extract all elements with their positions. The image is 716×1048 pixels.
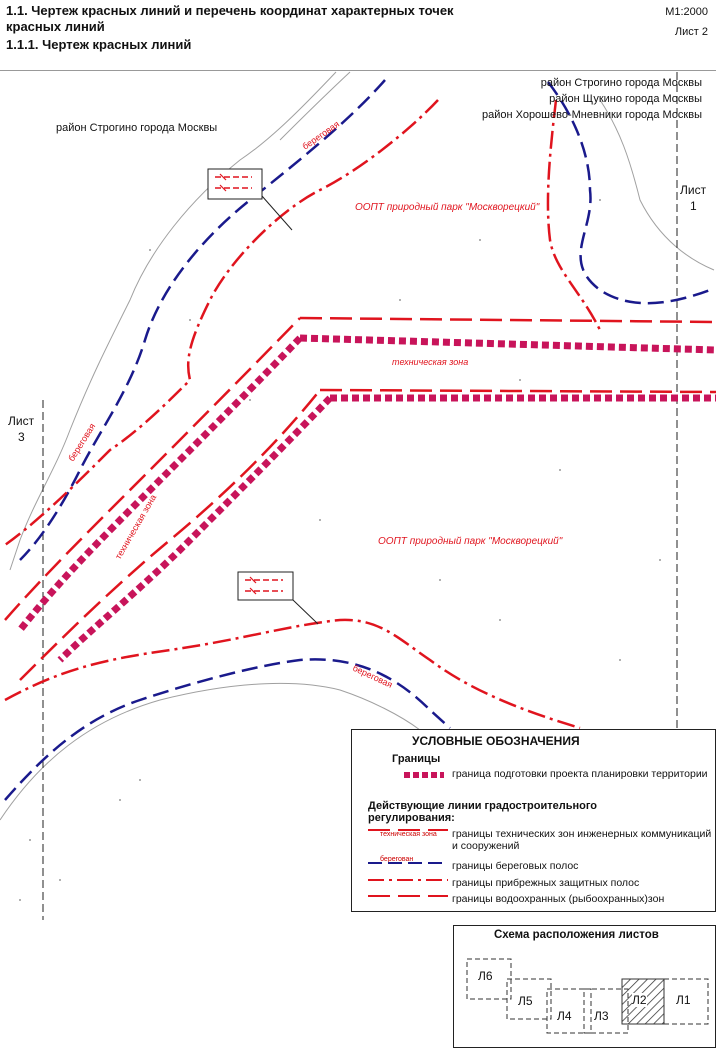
scheme-label-l5[interactable]: Л5 — [518, 994, 533, 1008]
legend-swatch-coast — [368, 879, 448, 881]
sheet-ref-1-word[interactable]: Лист — [680, 183, 707, 197]
tech-zone-label-h: техническая зона — [392, 357, 469, 367]
scheme-sheet-l5 — [506, 978, 552, 1020]
sheet-ref-1-num[interactable]: 1 — [690, 199, 697, 213]
terrain-dots — [19, 199, 661, 901]
district-label-right-3: район Хорошево-Мневники города Москвы — [481, 109, 702, 121]
shore-strip-lines — [4, 79, 711, 801]
legend-item-coast: границы прибрежных защитных полос — [452, 877, 640, 889]
sheet-ref-3-num[interactable]: 3 — [18, 430, 25, 444]
legend-title: УСЛОВНЫЕ ОБОЗНАЧЕНИЯ — [412, 734, 580, 748]
legend-item-water: границы водоохранных (рыбоохранных)зон — [452, 893, 665, 905]
legend-item-tech: границы технических зон инженерных комму… — [452, 828, 712, 852]
title-line2: красных линий — [6, 19, 105, 34]
shore-label-top: береговая — [300, 119, 341, 152]
legend-swatch-tech — [368, 829, 448, 831]
park-label-top: ООПТ природный парк "Москворецкий" — [355, 202, 540, 213]
legend-item-shore: границы береговых полос — [452, 860, 579, 872]
scheme-title: Схема расположения листов — [494, 929, 659, 941]
water-protection-lines — [4, 316, 716, 681]
scheme-label-l1[interactable]: Л1 — [676, 993, 691, 1007]
symbol-box-2 — [237, 571, 294, 601]
district-label-right-1: район Строгино города Москвы — [540, 77, 702, 89]
legend-tiny-tech: техническая зона — [380, 831, 437, 838]
legend-section-lines: Действующие линии градостроительного рег… — [368, 800, 598, 824]
sheet-ref-3-word[interactable]: Лист — [8, 414, 35, 428]
district-label-left: район Строгино города Москвы — [56, 122, 218, 134]
legend-swatch-shore — [368, 862, 448, 864]
scheme-label-l2[interactable]: Л2 — [632, 993, 647, 1007]
legend-item-project: граница подготовки проекта планировки те… — [452, 768, 708, 780]
sheet-label: Лист 2 — [674, 26, 708, 38]
legend-swatch-water — [368, 895, 448, 897]
legend-swatch-project — [404, 772, 444, 778]
scheme-sheet-l4 — [546, 988, 592, 1034]
riverbank-contours — [0, 71, 715, 821]
coastal-protection-lines — [4, 99, 602, 730]
scale-label: М1:2000 — [665, 6, 708, 18]
district-label-right-2: район Щукино города Москвы — [549, 93, 702, 105]
legend-panel: УСЛОВНЫЕ ОБОЗНАЧЕНИЯ Границы граница под… — [351, 729, 716, 912]
scheme-label-l3[interactable]: Л3 — [594, 1009, 609, 1023]
legend-section-borders: Границы — [392, 753, 441, 765]
title-line1: 1.1. Чертеж красных линий и перечень коо… — [6, 3, 454, 18]
map-canvas: береговая береговая береговая техническа… — [0, 70, 716, 920]
subtitle: 1.1.1. Чертеж красных линий — [6, 37, 192, 52]
legend-tiny-shore: берегован — [380, 856, 414, 863]
scheme-diagram — [466, 958, 709, 1034]
sheet-scheme-panel: Схема расположения листов Л6 Л5 Л4 Л3 Л2… — [453, 925, 716, 1048]
park-label-mid: ООПТ природный парк "Москворецкий" — [378, 536, 563, 547]
scheme-label-l6[interactable]: Л6 — [478, 969, 493, 983]
project-boundary-lines — [17, 334, 716, 663]
scheme-label-l4[interactable]: Л4 — [557, 1009, 572, 1023]
leader-lines — [261, 195, 319, 625]
symbol-box-1 — [207, 168, 263, 200]
